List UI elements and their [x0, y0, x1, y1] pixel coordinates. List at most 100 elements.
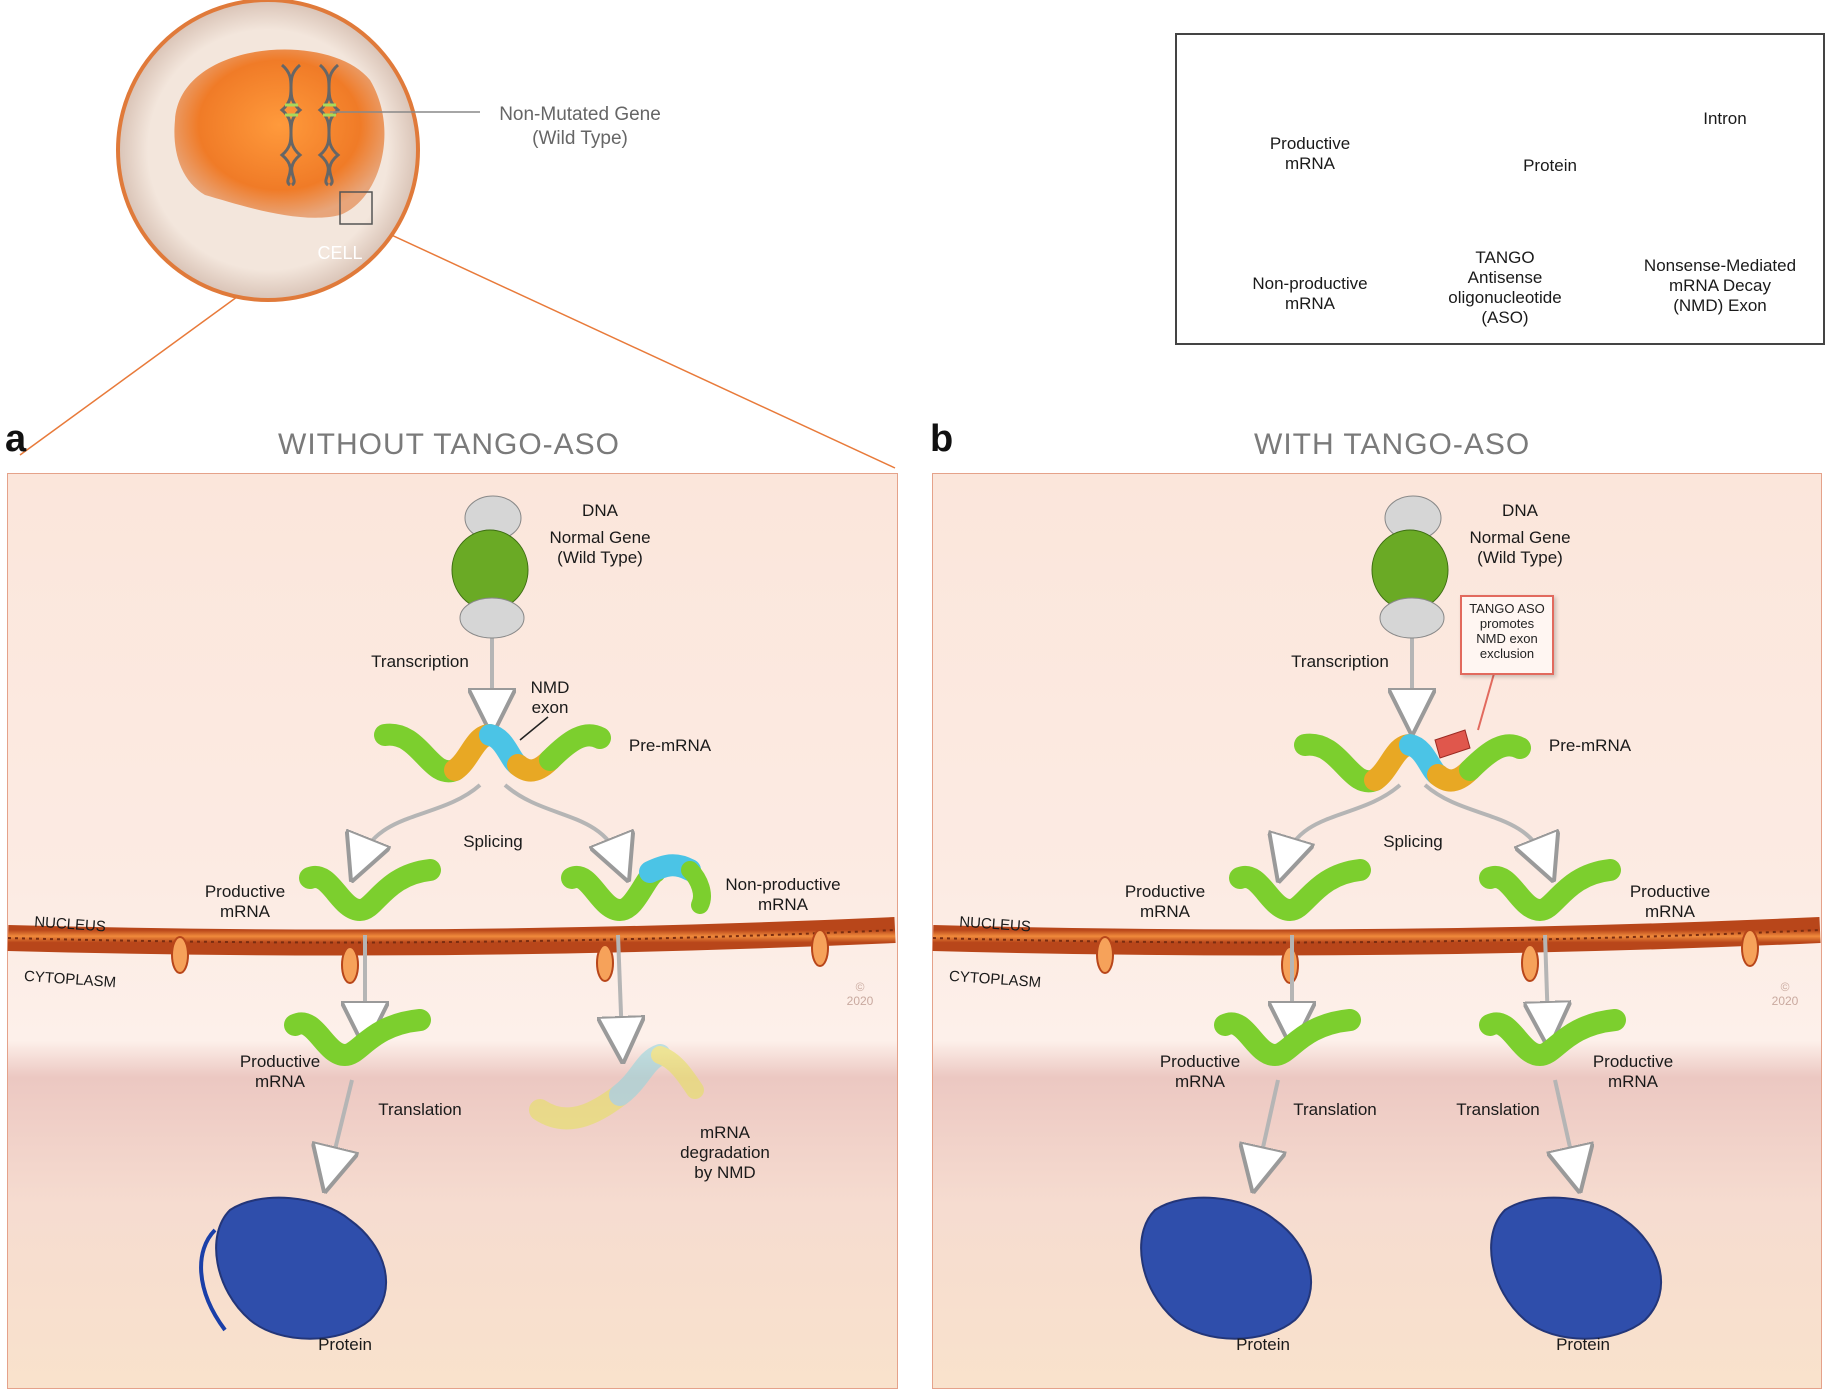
- callout-text: NMD exon: [1476, 631, 1538, 646]
- signature-a: © 2020: [830, 980, 890, 1008]
- mrna-productive-b-right: [1479, 859, 1621, 922]
- nuclear-membrane-a: [7, 917, 896, 956]
- productive-text: Productive: [1124, 882, 1206, 901]
- protein-structure-b-left: [1140, 1196, 1312, 1340]
- aso-callout: TANGO ASO promotes NMD exon exclusion: [1460, 595, 1554, 675]
- cell-illustration: [116, 0, 480, 302]
- gene-label-line2: (Wild Type): [532, 128, 628, 149]
- legend-text: (NMD) Exon: [1673, 296, 1767, 315]
- legend-text: mRNA: [1284, 154, 1336, 173]
- legend-intron-label: Intron: [1703, 109, 1747, 128]
- productive-mrna-label-a: Productive mRNA: [190, 882, 300, 922]
- protein-label-a: Protein: [318, 1335, 372, 1354]
- panel-b-letter: b: [930, 418, 954, 460]
- signature-text: 2020: [1771, 994, 1799, 1008]
- protein-structure-b-right: [1490, 1196, 1662, 1340]
- nmd-exon-label-a: NMD exon: [520, 678, 580, 718]
- productive-text: mRNA: [219, 902, 271, 921]
- signature-b: © 2020: [1755, 980, 1815, 1008]
- pre-mrna-label-b: Pre-mRNA: [1548, 736, 1632, 755]
- nmd-exon-text: NMD: [530, 678, 570, 697]
- legend-aso-label: TANGO Antisense oligonucleotide (ASO): [1420, 248, 1590, 328]
- dna-molecule-a: [451, 495, 529, 639]
- dna-molecule-b: [1371, 495, 1449, 639]
- splicing-label-b: Splicing: [1383, 832, 1443, 851]
- transcription-label-b: Transcription: [1291, 652, 1389, 671]
- productive-text: Productive: [204, 882, 286, 901]
- gene-text: Normal Gene: [549, 528, 651, 547]
- nonproductive-text: mRNA: [757, 895, 809, 914]
- translation-label-b-left: Translation: [1293, 1100, 1377, 1119]
- legend-text: mRNA: [1284, 294, 1336, 313]
- panel-b-title: WITH TANGO-ASO: [1254, 428, 1531, 461]
- protein-structure-a: [199, 1196, 387, 1340]
- transcription-label-a: Transcription: [371, 652, 469, 671]
- productive-text: mRNA: [1607, 1072, 1659, 1091]
- productive-mrna-cyto-label-b-left: Productive mRNA: [1145, 1052, 1255, 1092]
- callout-text: exclusion: [1479, 646, 1535, 661]
- legend-text: mRNA Decay: [1668, 276, 1772, 295]
- degradation-text: by NMD: [694, 1163, 756, 1182]
- gene-text: (Wild Type): [1477, 548, 1563, 567]
- productive-mrna-cyto-label-b-right: Productive mRNA: [1578, 1052, 1688, 1092]
- degradation-text: degradation: [680, 1143, 770, 1162]
- gene-label-a: Normal Gene (Wild Type): [535, 528, 665, 568]
- nmd-exon-text: exon: [531, 698, 569, 717]
- gene-label-b: Normal Gene (Wild Type): [1455, 528, 1585, 568]
- legend-protein-label: Protein: [1523, 156, 1577, 175]
- legend-nmd-exon-label: Nonsense-Mediated mRNA Decay (NMD) Exon: [1620, 256, 1820, 316]
- productive-text: Productive: [1629, 882, 1711, 901]
- legend-text: TANGO: [1475, 248, 1535, 267]
- protein-label-b-right: Protein: [1556, 1335, 1610, 1354]
- legend-text: Non-productive: [1252, 274, 1368, 293]
- aso-molecule-b: [1434, 729, 1471, 759]
- translation-label-b-right: Translation: [1456, 1100, 1540, 1119]
- mrna-productive-b-cyto-left: [1214, 1009, 1361, 1067]
- dna-label-a: DNA: [582, 501, 618, 520]
- cell-label: CELL: [317, 243, 363, 263]
- signature-text: 2020: [846, 994, 874, 1008]
- mrna-productive-b-left: [1229, 859, 1371, 922]
- gene-text: Normal Gene: [1469, 528, 1571, 547]
- signature-text: ©: [855, 980, 865, 994]
- pre-mrna-label-a: Pre-mRNA: [628, 736, 712, 755]
- legend-productive-mrna-label: Productive mRNA: [1230, 134, 1390, 174]
- legend-nonproductive-mrna-label: Non-productive mRNA: [1225, 274, 1395, 314]
- legend-text: oligonucleotide: [1448, 288, 1562, 307]
- degradation-text: mRNA: [699, 1123, 751, 1142]
- productive-mrna-label-b-left: Productive mRNA: [1110, 882, 1220, 922]
- productive-text: Productive: [1159, 1052, 1241, 1071]
- callout-text: promotes: [1479, 616, 1535, 631]
- gene-text: (Wild Type): [557, 548, 643, 567]
- productive-text: Productive: [1592, 1052, 1674, 1071]
- productive-text: mRNA: [1644, 902, 1696, 921]
- legend-text: Productive: [1269, 134, 1351, 153]
- productive-mrna-cyto-label-a: Productive mRNA: [225, 1052, 335, 1092]
- nuclear-membrane-b: [932, 917, 1821, 956]
- productive-mrna-label-b-right: Productive mRNA: [1615, 882, 1725, 922]
- nonproductive-mrna-label-a: Non-productive mRNA: [708, 875, 858, 915]
- mrna-productive-a-nucleus: [299, 859, 441, 922]
- legend-text: Nonsense-Mediated: [1643, 256, 1797, 275]
- productive-text: mRNA: [254, 1072, 306, 1091]
- dna-label-b: DNA: [1502, 501, 1538, 520]
- pre-mrna-a: [374, 723, 611, 783]
- non-mutated-gene-label: Non-Mutated Gene (Wild Type): [480, 103, 680, 151]
- legend-text: Antisense: [1467, 268, 1543, 287]
- mrna-nonproductive-a: [561, 861, 666, 922]
- productive-text: mRNA: [1174, 1072, 1226, 1091]
- productive-text: mRNA: [1139, 902, 1191, 921]
- pre-mrna-b: [1294, 733, 1531, 793]
- mrna-productive-a-cytoplasm: [284, 1009, 431, 1067]
- productive-text: Productive: [239, 1052, 321, 1071]
- panel-a-letter: a: [5, 418, 27, 460]
- protein-label-b-left: Protein: [1236, 1335, 1290, 1354]
- signature-text: ©: [1780, 980, 1790, 994]
- nonproductive-text: Non-productive: [725, 875, 841, 894]
- callout-text: TANGO ASO: [1469, 601, 1545, 616]
- gene-label-line1: Non-Mutated Gene: [499, 104, 661, 125]
- splicing-label-a: Splicing: [463, 832, 523, 851]
- zoom-line-right: [371, 225, 896, 469]
- degradation-label-a: mRNA degradation by NMD: [670, 1123, 780, 1183]
- translation-label-a: Translation: [378, 1100, 462, 1119]
